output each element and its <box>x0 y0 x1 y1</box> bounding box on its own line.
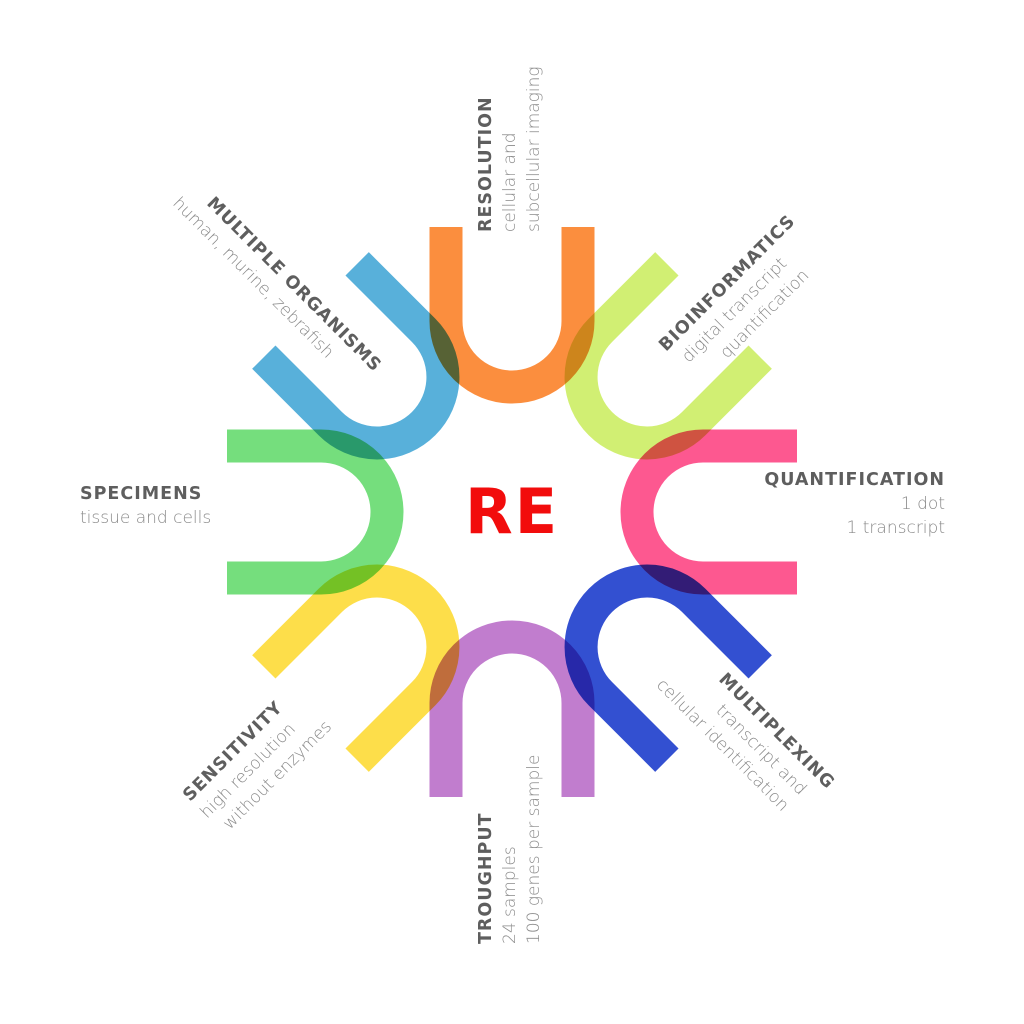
label-resolution-line-2: subcellular imaging <box>524 66 544 232</box>
label-throughput-line-1: 24 samples <box>500 846 520 944</box>
label-quantification-title: QUANTIFICATION <box>764 470 945 490</box>
label-throughput-line-2: 100 genes per sample <box>524 754 544 944</box>
label-specimens-title: SPECIMENS <box>80 484 203 504</box>
label-throughput: TROUGHPUT 24 samples 100 genes per sampl… <box>474 755 546 944</box>
label-specimens-line-1: tissue and cells <box>80 508 212 528</box>
u-band-resolution <box>429 227 595 404</box>
label-resolution-line-1: cellular and <box>500 132 520 232</box>
center-logo-re: RE <box>464 475 560 548</box>
label-quantification-line-1: 1 dot <box>900 494 945 514</box>
u-bands-group <box>227 227 797 797</box>
label-resolution-title: RESOLUTION <box>476 96 496 232</box>
label-quantification: QUANTIFICATION 1 dot 1 transcript <box>700 468 945 540</box>
label-specimens: SPECIMENS tissue and cells <box>80 482 211 530</box>
label-quantification-line-2: 1 transcript <box>846 518 945 538</box>
u-band-specimens <box>227 429 404 595</box>
label-throughput-title: TROUGHPUT <box>476 812 496 944</box>
label-resolution: RESOLUTION cellular and subcellular imag… <box>474 66 546 232</box>
u-band-multiple-organisms <box>252 252 460 460</box>
